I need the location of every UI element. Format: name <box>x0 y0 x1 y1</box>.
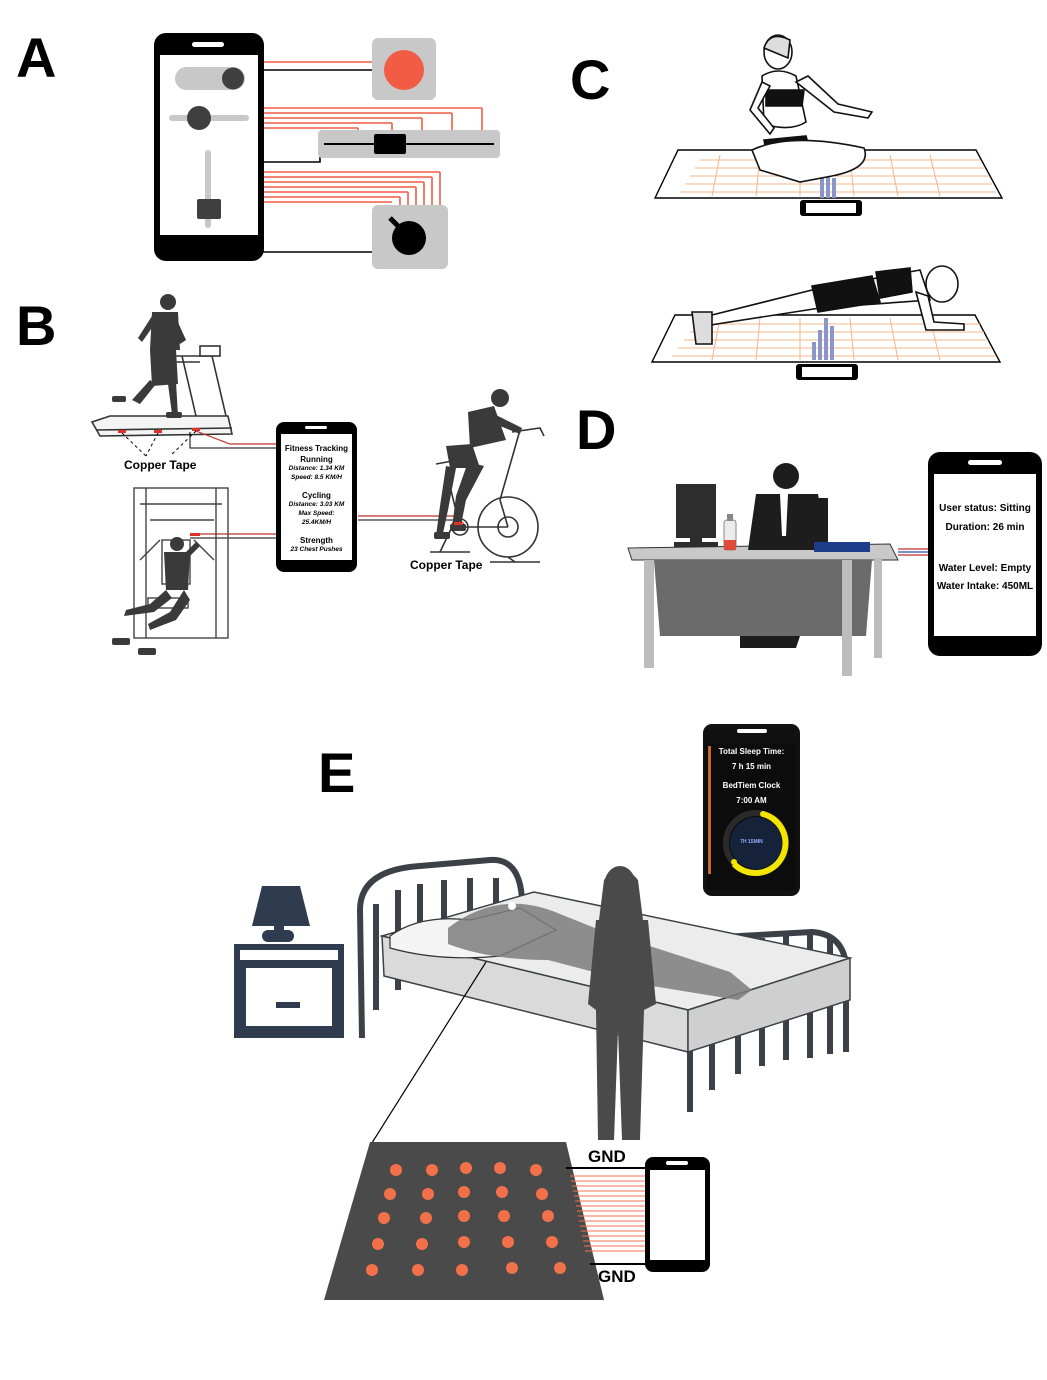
cycling-max-speed-label: Max Speed: <box>298 510 335 517</box>
cycling-max-speed-value: 25.4KM/H <box>301 519 332 526</box>
strength-value: 23 Chest Pushes <box>290 546 343 553</box>
panel-b-phone-screen: Fitness Tracking Running Distance: 1.34 … <box>281 434 352 560</box>
bedtime-clock-label: BedTiem Clock <box>722 781 781 790</box>
treadmill-copper-tape <box>118 428 200 457</box>
desk-person <box>740 463 828 648</box>
running-distance: Distance: 1.34 KM <box>288 465 345 472</box>
panel-label-a: A <box>16 26 57 89</box>
strength-label: Strength <box>300 536 333 545</box>
panel-e-sleep-screen: Total Sleep Time: 7 h 15 min BedTiem Clo… <box>707 744 796 890</box>
cycling-label: Cycling <box>302 491 331 500</box>
dial-duration-text: 7H 15MIN <box>740 839 763 845</box>
panel-b-diagram <box>90 294 545 655</box>
sleep-time-value: 7 h 15 min <box>731 762 772 771</box>
plank-person <box>691 265 965 345</box>
panel-c-diagram <box>650 34 1004 380</box>
monitor <box>676 484 716 538</box>
running-speed: Speed: 8.5 KM/H <box>291 474 342 481</box>
cycling-distance: Distance: 3.03 KM <box>288 501 345 508</box>
sleep-arc <box>731 811 789 876</box>
gnd-label-top: GND <box>588 1147 626 1166</box>
cyclist <box>434 389 522 539</box>
runner <box>112 294 186 418</box>
desk-book <box>814 542 870 552</box>
fitness-title: Fitness Tracking <box>284 444 349 453</box>
standing-person <box>588 866 656 1140</box>
panel-d-diagram <box>627 452 1042 676</box>
panel-label-c: C <box>570 48 611 111</box>
yoga-person <box>749 34 874 183</box>
panel-e-wires <box>570 1175 648 1252</box>
running-label: Running <box>300 455 333 464</box>
panel-e-diagram <box>234 724 853 1300</box>
panel-label-b: B <box>16 294 57 357</box>
panel-label-d: D <box>576 398 617 461</box>
zoom-pointer <box>369 961 487 1147</box>
desk-panel <box>654 560 872 636</box>
bedtime-clock-value: 7:00 AM <box>736 796 767 805</box>
user-status: User status: Sitting <box>939 503 1031 514</box>
panel-a-diagram <box>154 33 500 269</box>
sensor-dots <box>366 1162 566 1276</box>
panel-label-e: E <box>318 741 356 804</box>
sitting-duration: Duration: 26 min <box>945 522 1025 533</box>
pressure-spike-upper <box>820 170 836 198</box>
water-level: Water Level: Empty <box>938 563 1032 574</box>
gnd-label-bottom: GND <box>598 1267 636 1286</box>
sleep-time-label: Total Sleep Time: <box>718 747 785 756</box>
pressure-spike-lower <box>812 318 834 360</box>
sleep-dial <box>730 817 782 869</box>
panel-d-phone-screen: User status: Sitting Duration: 26 min Wa… <box>934 474 1036 636</box>
nightstand <box>234 886 344 1038</box>
water-intake: Water Intake: 450ML <box>936 581 1034 592</box>
copper-tape-label-left: Copper Tape <box>124 458 197 472</box>
copper-tape-label-right: Copper Tape <box>410 558 483 572</box>
chest-press-user <box>112 537 200 655</box>
